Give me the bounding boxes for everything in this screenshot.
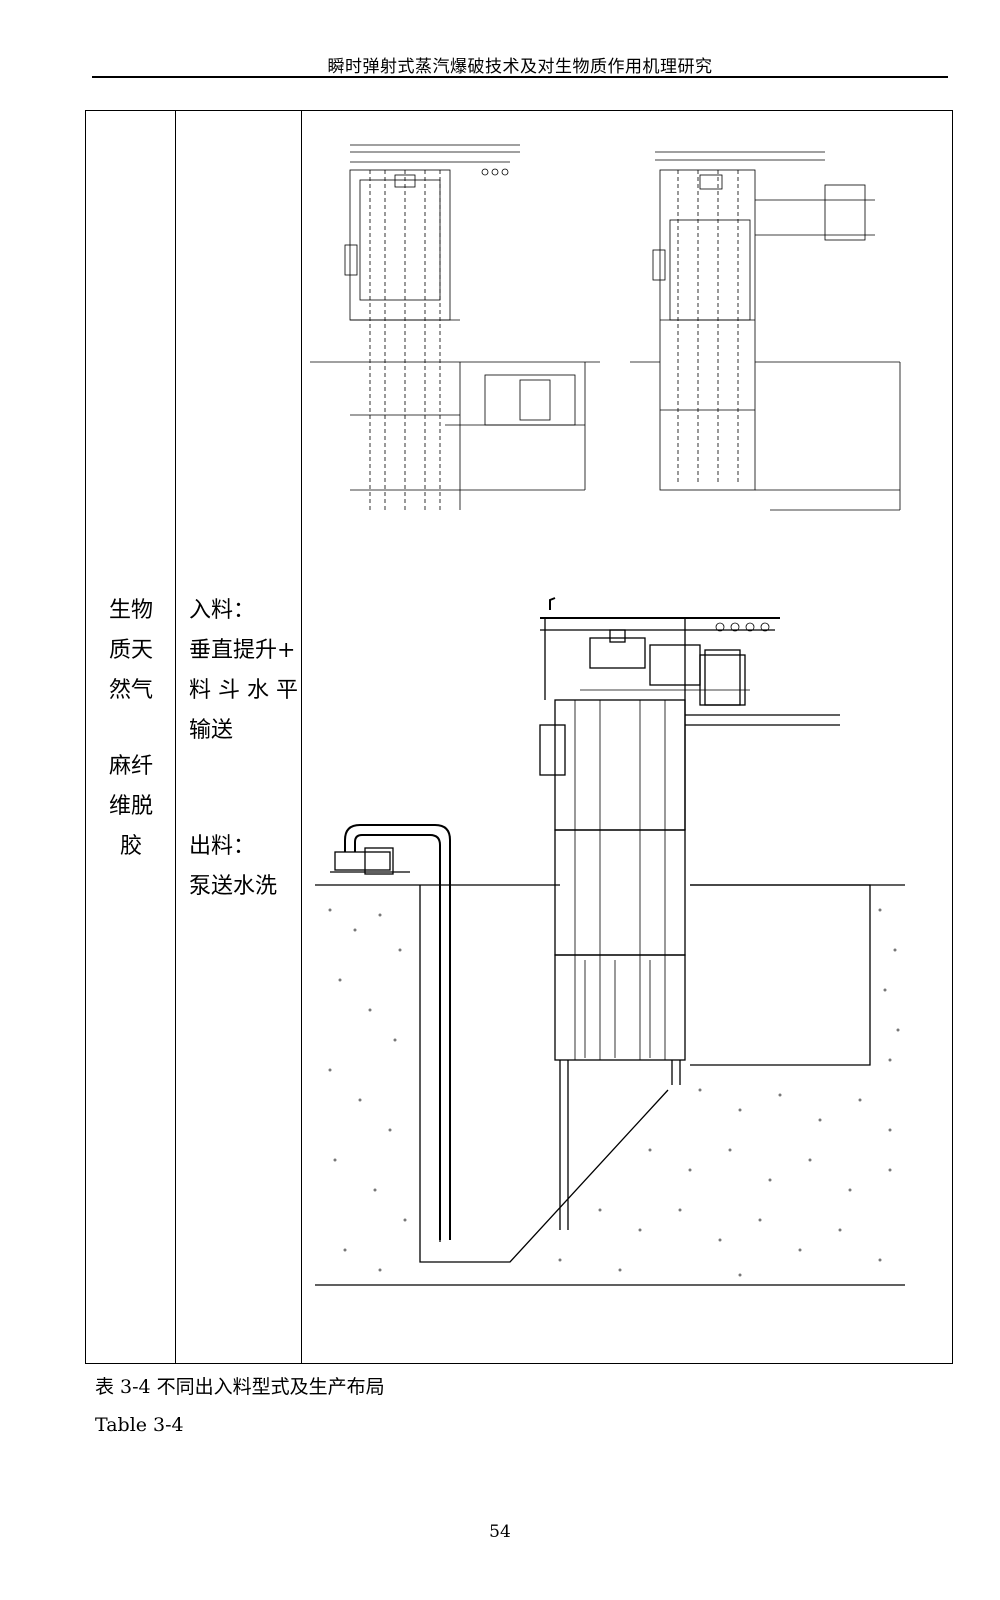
reactor-vessel xyxy=(554,699,686,1230)
feed-conveyor-structure xyxy=(539,597,840,830)
category-line-4: 麻纤 xyxy=(108,754,153,779)
discharge-text: 泵送水洗 xyxy=(189,874,278,899)
category-line-6: 胶 xyxy=(119,834,142,859)
category-line-5: 维脱 xyxy=(108,794,153,819)
table-column-divider-1 xyxy=(175,111,176,1363)
layout-table: 生物 质天 然气 麻纤 维脱 胶 入料： 垂直提升+ 料 斗 水 平 输送 出料… xyxy=(85,110,953,1364)
feed-line-2: 料 斗 水 平 xyxy=(189,678,298,703)
running-header-title: 瞬时弹射式蒸汽爆破技术及对生物质作用机理研究 xyxy=(327,57,713,77)
ground-and-soil xyxy=(315,884,905,1286)
table-column-divider-2 xyxy=(301,111,302,1363)
feed-line-1: 垂直提升+ xyxy=(189,638,296,663)
pump-and-pipe xyxy=(330,824,451,1240)
table-caption-en: Table 3-4 xyxy=(95,1414,184,1436)
process-cell: 入料： 垂直提升+ 料 斗 水 平 输送 出料： 泵送水洗 xyxy=(189,591,319,907)
elevation-view-right xyxy=(630,151,901,511)
top-elevation-drawings xyxy=(310,144,901,511)
feed-line-3: 输送 xyxy=(189,718,234,743)
category-line-2: 质天 xyxy=(108,638,153,663)
main-layout-drawing xyxy=(315,597,905,1286)
soil-hatching xyxy=(328,908,900,1277)
page-number: 54 xyxy=(489,1522,511,1542)
category-line-3: 然气 xyxy=(108,678,153,703)
category-cell: 生物 质天 然气 麻纤 维脱 胶 xyxy=(86,591,176,867)
category-line-1: 生物 xyxy=(108,598,153,623)
header-rule xyxy=(92,76,948,78)
discharge-label: 出料： xyxy=(189,834,256,859)
feed-label: 入料： xyxy=(189,598,256,623)
elevation-view-left xyxy=(310,144,600,510)
table-caption-zh: 表 3-4 不同出入料型式及生产布局 xyxy=(95,1376,385,1398)
